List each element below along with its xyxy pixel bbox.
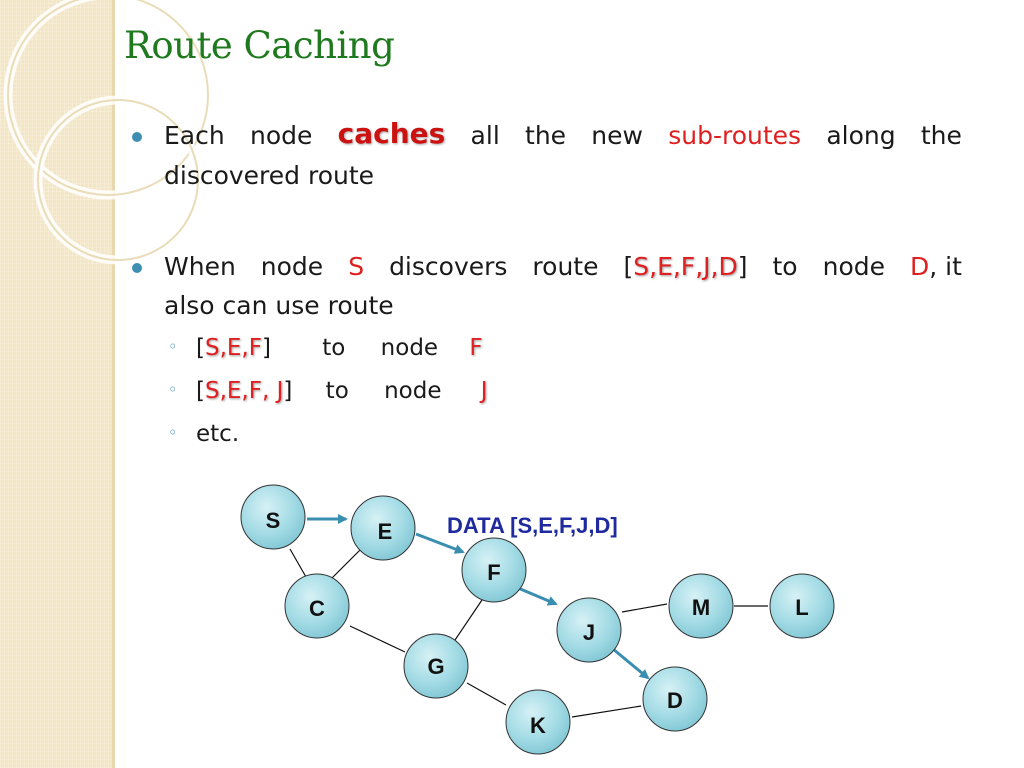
- node-c: C: [284, 573, 350, 639]
- link-c-g: [349, 625, 406, 653]
- link-k-d: [571, 705, 642, 718]
- node-s: S: [240, 484, 306, 550]
- full-route: [S,E,F,J,D]: [623, 252, 748, 281]
- svg-text:L: L: [795, 595, 808, 620]
- data-packet-label: DATA [S,E,F,J,D]: [447, 513, 618, 538]
- bullet-caches-line2: discovered route: [164, 161, 375, 190]
- source-node-s: S: [348, 252, 365, 281]
- link-j-m: [621, 603, 668, 613]
- route-arrow-j-d: [612, 647, 650, 680]
- bullet-dot: [132, 132, 142, 142]
- sub-bullet-ring: ◦: [168, 423, 178, 442]
- node-e: E: [350, 495, 416, 561]
- route-arrow-f-j: [517, 586, 558, 606]
- slide-title: Route Caching: [124, 24, 395, 67]
- sub-routes-keyword: sub-routes: [668, 121, 802, 150]
- node-m: M: [668, 573, 734, 639]
- link-g-k: [466, 682, 507, 706]
- dest-node-d: D, it: [909, 252, 962, 281]
- svg-text:S: S: [266, 508, 281, 533]
- link-s-c: [289, 548, 307, 578]
- bullet-discovers-line1: When node S discovers route [S,E,F,J,D] …: [164, 252, 962, 281]
- svg-text:M: M: [692, 595, 710, 620]
- svg-text:G: G: [427, 654, 444, 679]
- bullet-dot: [132, 263, 142, 273]
- node-k: K: [505, 689, 571, 755]
- svg-text:J: J: [583, 620, 595, 645]
- node-j: J: [556, 597, 622, 663]
- node-f: F: [461, 537, 527, 603]
- svg-text:F: F: [487, 560, 500, 585]
- svg-text:C: C: [309, 596, 325, 621]
- svg-text:E: E: [378, 519, 393, 544]
- link-e-c: [331, 548, 362, 579]
- node-d: D: [642, 666, 708, 732]
- bullet-caches-line1: Each node caches all the new sub-routes …: [164, 117, 962, 154]
- node-l: L: [769, 573, 835, 639]
- sub-bullet-ring: ◦: [168, 337, 178, 356]
- sub-bullet-ring: ◦: [168, 380, 178, 399]
- node-g: G: [403, 633, 469, 699]
- bullet-discovers-line2: also can use route: [164, 291, 394, 320]
- sidebar-edge: [112, 0, 115, 768]
- route-arrow-e-f: [415, 532, 465, 554]
- caches-keyword: caches: [337, 117, 446, 150]
- svg-text:D: D: [667, 688, 683, 713]
- svg-text:K: K: [530, 713, 546, 738]
- link-f-g: [454, 599, 483, 641]
